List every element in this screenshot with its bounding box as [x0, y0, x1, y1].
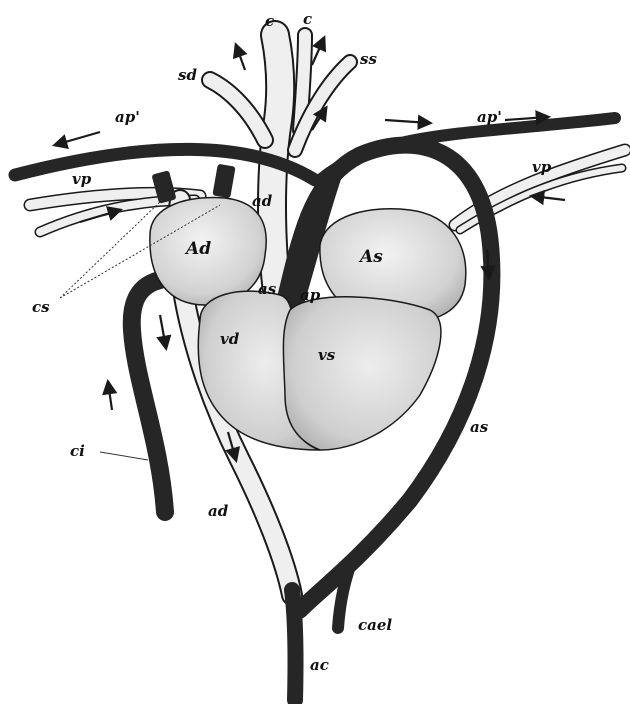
label-ap-left: ap' — [115, 108, 140, 126]
label-ap-center: ap — [300, 286, 321, 304]
label-sd: sd — [178, 66, 197, 84]
label-as-right: as — [470, 418, 489, 436]
label-ad-top: ad — [252, 192, 273, 210]
label-cs: cs — [32, 298, 50, 316]
label-ap-right: ap' — [477, 108, 502, 126]
label-cael: cael — [358, 616, 392, 634]
aorta-communis — [292, 590, 296, 700]
ventriculus-sinister — [283, 297, 441, 450]
label-ad-bottom: ad — [208, 502, 229, 520]
label-vp-right: vp — [532, 158, 552, 176]
label-ss: ss — [360, 50, 377, 68]
label-c-left: c — [265, 12, 274, 30]
vena-cava-superior-right — [212, 164, 235, 199]
label-vd: vd — [220, 330, 240, 348]
label-ci: ci — [70, 442, 85, 460]
label-As: As — [358, 247, 383, 267]
label-Ad: Ad — [184, 239, 211, 259]
label-ac: ac — [310, 656, 329, 674]
ci-pointer-line — [100, 452, 148, 460]
label-c-right: c — [303, 10, 312, 28]
label-vp-left: vp — [72, 170, 92, 188]
vena-cava-inferior — [132, 280, 165, 512]
label-vs: vs — [318, 346, 336, 364]
label-as-center: as — [258, 280, 277, 298]
